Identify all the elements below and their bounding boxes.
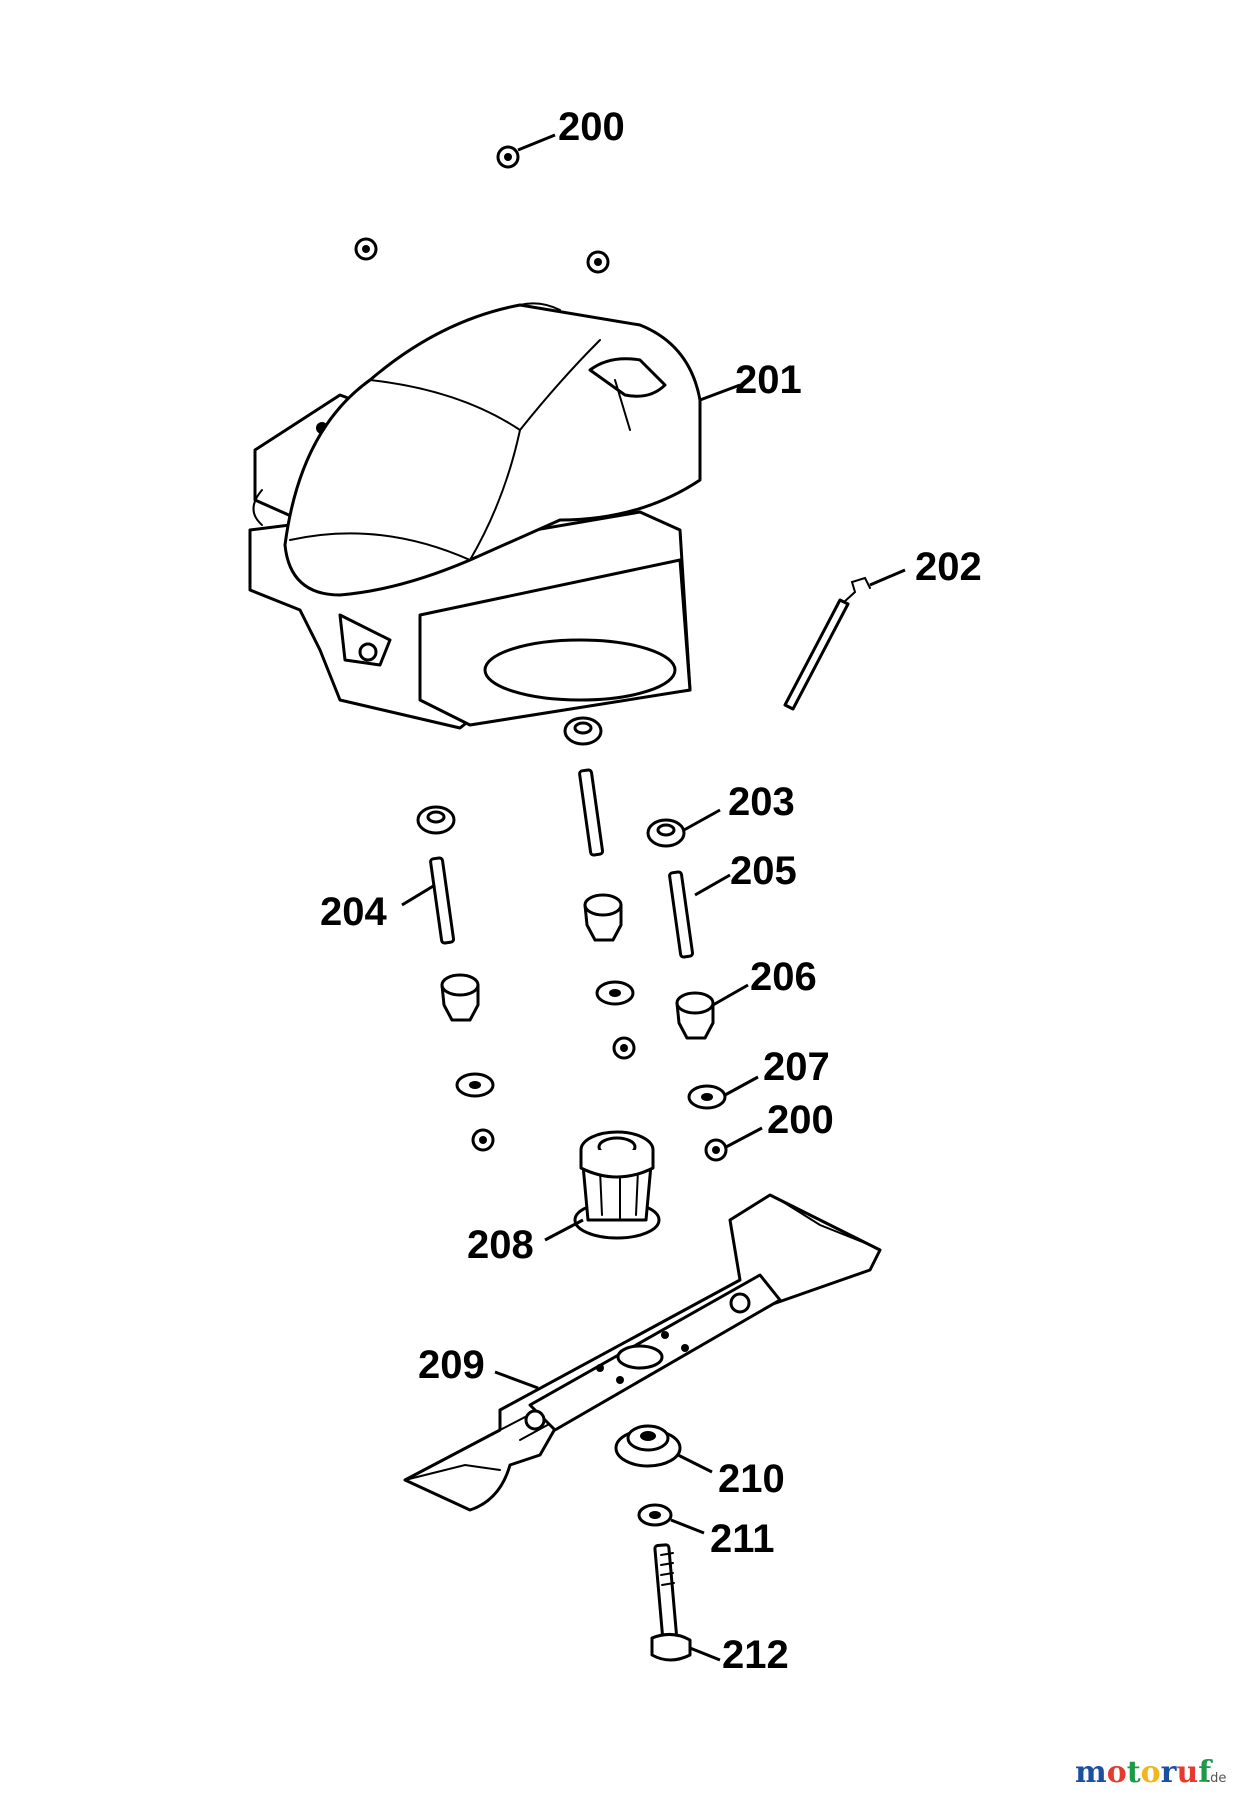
nut-200-left <box>354 237 378 261</box>
leader-210 <box>677 1453 713 1474</box>
leader-204 <box>401 883 436 907</box>
lock-washer-211 <box>637 1503 673 1527</box>
callout-211: 211 <box>710 1517 775 1561</box>
leader-203 <box>683 808 721 832</box>
leader-207 <box>724 1075 759 1097</box>
leader-211 <box>670 1518 705 1535</box>
logo-letter: u <box>1176 1755 1198 1790</box>
callout-202: 202 <box>915 545 982 589</box>
spacer-left <box>440 973 480 1022</box>
bushing-203 <box>646 818 686 848</box>
leader-208 <box>544 1218 584 1242</box>
nut-center-lower <box>612 1036 636 1060</box>
callout-203: 203 <box>728 780 795 824</box>
bolt-212 <box>650 1543 692 1662</box>
leader-206 <box>712 983 749 1007</box>
leader-200-mid <box>725 1126 763 1149</box>
logo-suffix: .de <box>1206 1771 1226 1786</box>
logo-letter: t <box>1127 1755 1141 1790</box>
callout-200-mid: 200 <box>767 1098 834 1142</box>
motoruf-logo: motoruf .de <box>1075 1755 1226 1790</box>
callout-200-top: 200 <box>558 105 625 149</box>
bushing-left <box>416 805 456 835</box>
logo-letter: o <box>1141 1755 1161 1790</box>
callout-208: 208 <box>467 1223 534 1267</box>
callout-210: 210 <box>718 1457 785 1501</box>
washer-207 <box>687 1084 727 1110</box>
leader-212 <box>689 1646 721 1662</box>
logo-letter: r <box>1161 1755 1178 1790</box>
leader-209 <box>494 1370 539 1390</box>
callout-206: 206 <box>750 955 817 999</box>
leader-200-top <box>517 133 556 152</box>
nut-left-lower <box>471 1128 495 1152</box>
engine-201 <box>248 302 702 730</box>
nut-200-lower <box>704 1138 728 1162</box>
stud-204 <box>429 856 456 945</box>
callout-205: 205 <box>730 849 797 893</box>
spacer-center <box>583 893 623 942</box>
callout-212: 212 <box>722 1633 789 1677</box>
dipstick-202 <box>783 576 871 711</box>
callout-209: 209 <box>418 1343 485 1387</box>
callout-201: 201 <box>735 358 802 402</box>
blade-adapter-208 <box>573 1130 661 1240</box>
callout-204: 204 <box>320 890 387 934</box>
leader-205 <box>694 873 731 897</box>
nut-200-top <box>496 145 520 169</box>
callout-207: 207 <box>763 1045 830 1089</box>
logo-letter: o <box>1107 1755 1127 1790</box>
logo-letter: f <box>1198 1755 1213 1790</box>
washer-left <box>455 1072 495 1098</box>
stud-205 <box>668 870 695 959</box>
nut-200-right <box>586 250 610 274</box>
bushing-center-top <box>563 716 603 746</box>
leader-201 <box>699 383 741 402</box>
blade-209 <box>403 1193 882 1512</box>
stud-center <box>578 768 605 857</box>
svg-text:motoruf: motoruf <box>1075 1755 1213 1790</box>
leader-202 <box>869 568 906 587</box>
washer-center <box>595 980 635 1006</box>
spacer-206 <box>675 991 715 1040</box>
logo-letter: m <box>1075 1755 1107 1790</box>
washer-210 <box>614 1424 682 1468</box>
